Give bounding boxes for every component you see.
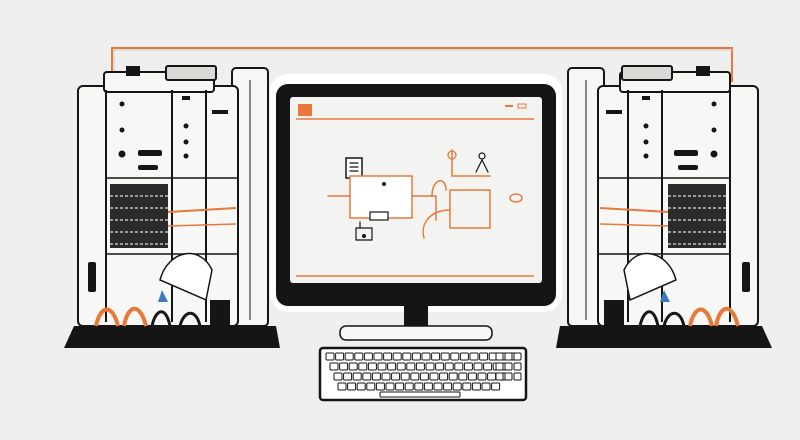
numpad-key: [504, 362, 513, 371]
flow-diagram: [327, 149, 523, 241]
keyboard-key: [391, 372, 401, 381]
keyboard-key: [381, 372, 391, 381]
keyboard-key: [329, 362, 339, 371]
numpad-key: [513, 352, 522, 361]
keyboard-key: [462, 382, 472, 391]
keyboard-key: [443, 382, 453, 391]
monitor: [270, 74, 562, 341]
keyboard-key: [479, 352, 489, 361]
keyboard-key: [439, 372, 449, 381]
keyboard-key: [404, 382, 414, 391]
keyboard-key: [348, 362, 358, 371]
keyboard-key: [444, 362, 454, 371]
keyboard-key: [396, 362, 406, 371]
minimize-icon: [505, 105, 513, 107]
keyboard-key: [375, 382, 385, 391]
keyboard-key: [337, 382, 347, 391]
window-app-icon: [298, 104, 312, 116]
keyboard-key: [469, 352, 479, 361]
numpad-key: [495, 362, 504, 371]
keyboard-key: [477, 372, 487, 381]
keyboard-key: [410, 372, 420, 381]
keyboard-key: [421, 352, 431, 361]
keyboard-key: [454, 362, 464, 371]
keyboard-key: [487, 372, 497, 381]
keyboard-key: [452, 382, 462, 391]
keyboard-key: [402, 352, 412, 361]
keyboard-key: [467, 372, 477, 381]
keyboard-key: [371, 372, 381, 381]
left-server-rack: [64, 65, 280, 348]
keyboard-key: [343, 372, 353, 381]
keyboard-key: [383, 352, 393, 361]
keyboard-key: [358, 362, 368, 371]
keyboard-key: [344, 352, 354, 361]
keyboard-key: [406, 362, 416, 371]
spacebar-key: [379, 391, 461, 398]
keyboard-key: [435, 362, 445, 371]
keyboard-key: [335, 352, 345, 361]
keyboard-key: [450, 352, 460, 361]
keyboard-key: [491, 382, 501, 391]
monitor-screen: [290, 97, 542, 283]
keyboard: [318, 346, 528, 402]
keyboard-key: [363, 352, 373, 361]
keyboard-key: [431, 352, 441, 361]
keyboard-key: [463, 362, 473, 371]
numpad-key: [504, 372, 513, 381]
keyboard-key: [425, 362, 435, 371]
keyboard-key: [459, 352, 469, 361]
keyboard-key: [483, 362, 493, 371]
keyboard-key: [423, 382, 433, 391]
keyboard-key: [352, 372, 362, 381]
numpad-key: [495, 352, 504, 361]
keyboard-key: [356, 382, 366, 391]
keyboard-key: [471, 382, 481, 391]
numpad-key: [513, 372, 522, 381]
keyboard-key: [377, 362, 387, 371]
keyboard-key: [400, 372, 410, 381]
keyboard-key: [354, 352, 364, 361]
screen-window: [296, 103, 534, 277]
numpad-key: [513, 362, 522, 371]
document-icon: [345, 157, 363, 179]
keyboard-key: [325, 352, 335, 361]
monitor-stand: [404, 306, 428, 328]
keyboard-key: [362, 372, 372, 381]
numpad-key: [495, 372, 504, 381]
keyboard-key: [333, 372, 343, 381]
keyboard-key: [339, 362, 349, 371]
keyboard-key: [392, 352, 402, 361]
keyboard-key: [473, 362, 483, 371]
keyboard-key: [440, 352, 450, 361]
keyboard-key: [419, 372, 429, 381]
keyboard-key: [458, 372, 468, 381]
keyboard-key: [415, 362, 425, 371]
keyboard-key: [385, 382, 395, 391]
keyboard-key: [373, 352, 383, 361]
keyboard-key: [387, 362, 397, 371]
keyboard-key: [395, 382, 405, 391]
keyboard-key: [481, 382, 491, 391]
keyboard-key: [347, 382, 357, 391]
keyboard-key: [448, 372, 458, 381]
numpad-key: [504, 352, 513, 361]
keyboard-key: [411, 352, 421, 361]
right-server-rack: [556, 65, 772, 348]
keyboard-key: [433, 382, 443, 391]
keyboard-key: [414, 382, 424, 391]
maximize-icon: [517, 103, 527, 109]
keyboard-key: [367, 362, 377, 371]
keyboard-key: [429, 372, 439, 381]
keyboard-key: [366, 382, 376, 391]
